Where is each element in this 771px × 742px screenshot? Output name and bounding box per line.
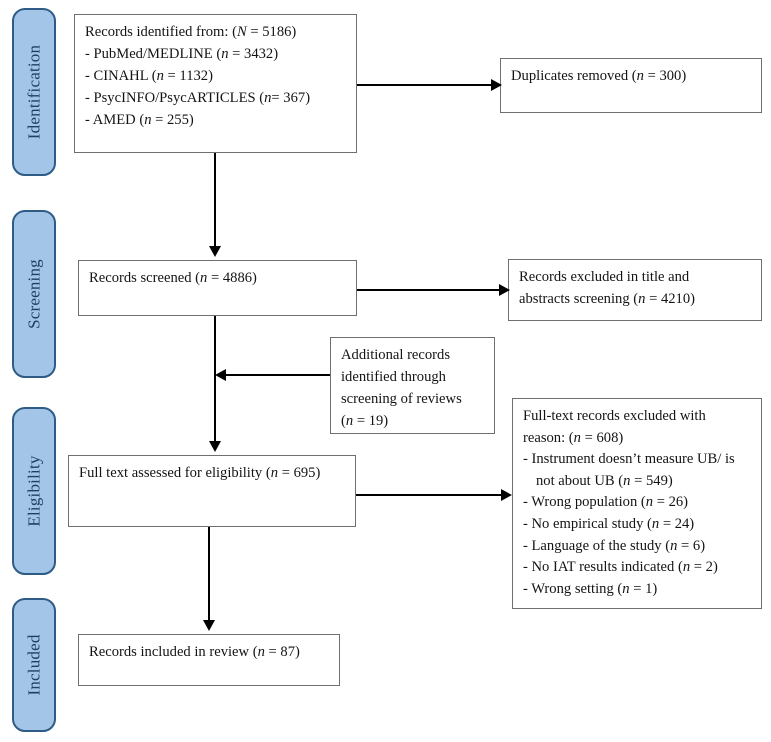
full-text-excluded-reason-empirical: - No empirical study (n = 24) xyxy=(523,515,695,532)
records-identified-header: Records identified from: (N = 5186) xyxy=(85,24,297,40)
stage-label-screening: Screening xyxy=(24,259,44,329)
box-full-text-excluded: Full-text records excluded with reason: … xyxy=(512,398,762,609)
records-identified-source-psycinfo: - PsycINFO/PsycARTICLES (n= 367) xyxy=(85,89,311,106)
full-text-assessed-line-2: (n = 695) xyxy=(265,465,321,481)
full-text-excluded-header-1: Full-text records excluded with xyxy=(523,408,706,424)
connector-screened-to-excluded xyxy=(357,289,501,291)
box-records-identified: Records identified from: (N = 5186) - Pu… xyxy=(74,14,357,153)
stage-tab-identification: Identification xyxy=(12,8,56,176)
full-text-excluded-header-2: reason: (n = 608) xyxy=(523,429,624,446)
stage-label-eligibility: Eligibility xyxy=(24,455,44,527)
arrowhead-screened-to-excluded xyxy=(499,284,510,296)
arrowhead-identified-to-screened xyxy=(209,246,221,257)
box-full-text-assessed: Full text assessed for eligibility (n = … xyxy=(68,455,356,527)
records-identified-source-pubmed: - PubMed/MEDLINE (n = 3432) xyxy=(85,45,279,62)
full-text-excluded-reason-setting: - Wrong setting (n = 1) xyxy=(523,580,658,597)
connector-fulltext-to-included xyxy=(208,527,210,620)
arrowhead-fulltext-to-included xyxy=(203,620,215,631)
records-screened-text: Records screened (n = 4886) xyxy=(89,270,257,286)
arrowhead-fulltext-to-excluded xyxy=(501,489,512,501)
stage-tab-eligibility: Eligibility xyxy=(12,407,56,575)
full-text-excluded-reason-instrument: - Instrument doesn’t measure UB/ is not … xyxy=(523,451,735,489)
records-identified-source-cinahl: - CINAHL (n = 1132) xyxy=(85,67,213,84)
stage-tab-screening: Screening xyxy=(12,210,56,378)
records-included-text: Records included in review (n = 87) xyxy=(89,644,300,660)
connector-additional-to-spine xyxy=(226,374,330,376)
box-records-screened: Records screened (n = 4886) xyxy=(78,260,357,316)
stage-label-included: Included xyxy=(24,634,44,696)
connector-identified-to-duplicates xyxy=(357,84,493,86)
box-records-included: Records included in review (n = 87) xyxy=(78,634,340,686)
connector-fulltext-to-excluded xyxy=(356,494,503,496)
box-additional-records: Additional records identified through sc… xyxy=(330,337,495,434)
connector-identified-to-screened xyxy=(214,153,216,246)
additional-records-line-4: (n = 19) xyxy=(341,412,389,429)
full-text-excluded-reason-language: - Language of the study (n = 6) xyxy=(523,537,706,554)
full-text-assessed-line-1: Full text assessed for eligibility xyxy=(79,465,263,481)
additional-records-line-1: Additional records xyxy=(341,347,451,363)
box-records-excluded-title-abstract: Records excluded in title and abstracts … xyxy=(508,259,762,321)
records-identified-source-amed: - AMED (n = 255) xyxy=(85,111,194,128)
additional-records-line-2: identified through xyxy=(341,368,446,385)
duplicates-removed-text: Duplicates removed (n = 300) xyxy=(511,68,687,84)
arrowhead-identified-to-duplicates xyxy=(491,79,502,91)
additional-records-line-3: screening of reviews xyxy=(341,390,462,407)
stage-tab-included: Included xyxy=(12,598,56,732)
records-excluded-line-1: Records excluded in title and xyxy=(519,269,690,285)
arrowhead-screened-to-fulltext xyxy=(209,441,221,452)
records-excluded-line-2: abstracts screening (n = 4210) xyxy=(519,290,696,307)
arrowhead-additional-to-spine xyxy=(215,369,226,381)
full-text-excluded-reason-population: - Wrong population (n = 26) xyxy=(523,494,689,511)
box-duplicates-removed: Duplicates removed (n = 300) xyxy=(500,58,762,113)
stage-label-identification: Identification xyxy=(24,44,44,140)
full-text-excluded-reason-iat: - No IAT results indicated (n = 2) xyxy=(523,559,718,576)
